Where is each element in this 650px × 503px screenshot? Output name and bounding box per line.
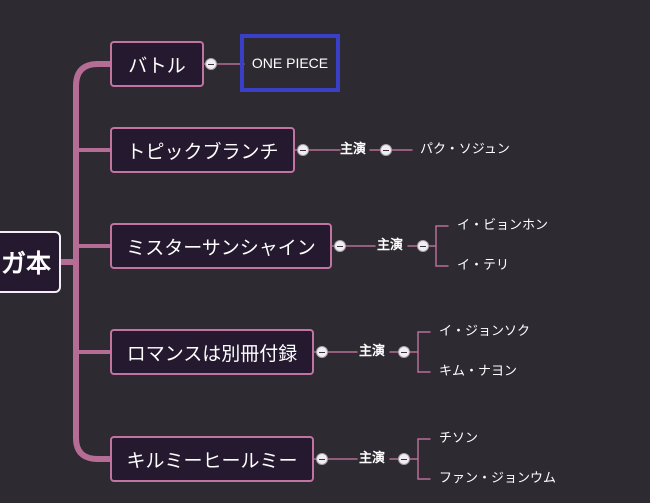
selected-topic-one-piece[interactable]: ONE PIECE: [240, 34, 340, 92]
cast-topic[interactable]: パク・ソジュン: [420, 142, 510, 157]
cast-topic[interactable]: イ・ジョンソク: [439, 324, 531, 339]
collapse-icon[interactable]: [334, 240, 346, 252]
collapse-icon[interactable]: [380, 144, 392, 156]
collapse-icon[interactable]: [316, 346, 328, 358]
role-topic[interactable]: 主演: [340, 142, 367, 157]
branch-topic-battle[interactable]: バトル: [110, 41, 204, 87]
branch-topic-label: ロマンスは別冊付録: [126, 342, 298, 365]
root-topic[interactable]: ガ本: [0, 231, 61, 293]
role-topic[interactable]: 主演: [359, 344, 386, 359]
branch-topic-label: トピックブランチ: [126, 140, 279, 163]
branch-topic-romance-supplement[interactable]: ロマンスは別冊付録: [110, 329, 314, 375]
branch-topic-label: キルミーヒールミー: [126, 449, 298, 472]
branch-topic-kill-me-heal-me[interactable]: キルミーヒールミー: [110, 436, 314, 482]
role-topic[interactable]: 主演: [377, 238, 404, 253]
collapse-icon[interactable]: [205, 58, 217, 70]
cast-topic[interactable]: キム・ナヨン: [439, 364, 518, 379]
subtopic-label: ONE PIECE: [251, 55, 329, 71]
cast-topic[interactable]: ファン・ジョンウム: [439, 471, 557, 486]
collapse-icon[interactable]: [398, 453, 410, 465]
root-topic-label: ガ本: [0, 249, 51, 278]
collapse-icon[interactable]: [398, 346, 410, 358]
branch-topic-label: バトル: [128, 54, 186, 77]
collapse-icon[interactable]: [316, 453, 328, 465]
collapse-icon[interactable]: [417, 240, 429, 252]
role-topic[interactable]: 主演: [359, 451, 386, 466]
cast-topic[interactable]: イ・ビョンホン: [457, 218, 549, 233]
cast-topic[interactable]: チソン: [439, 431, 479, 446]
branch-topic-topic-branch[interactable]: トピックブランチ: [110, 127, 295, 173]
cast-topic[interactable]: イ・テリ: [457, 258, 510, 273]
branch-topic-mr-sunshine[interactable]: ミスターサンシャイン: [110, 223, 332, 269]
collapse-icon[interactable]: [297, 144, 309, 156]
branch-topic-label: ミスターサンシャイン: [126, 236, 316, 259]
